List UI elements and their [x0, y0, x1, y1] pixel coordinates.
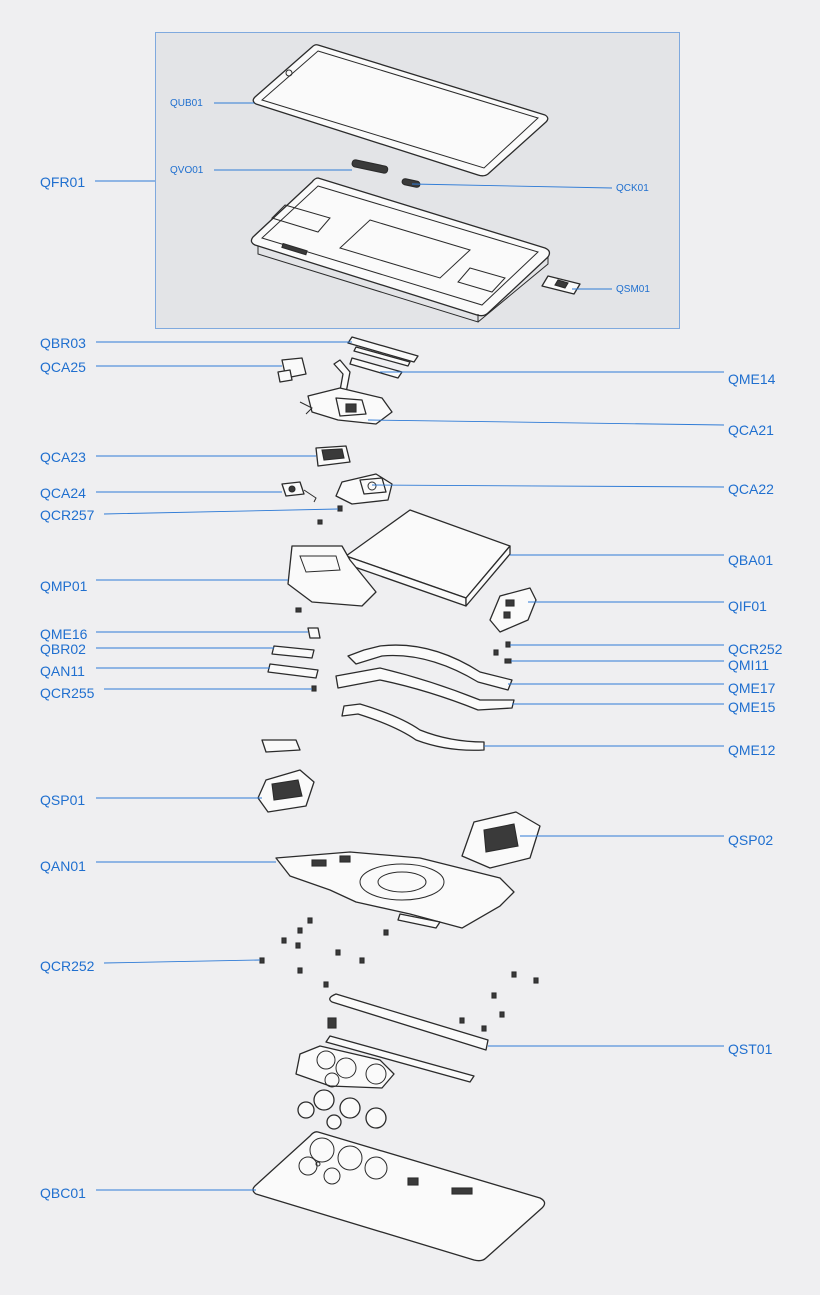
- part-camera-deco: [295, 1045, 395, 1089]
- part-camera-qca21: [299, 387, 393, 425]
- label-qba01: QBA01: [728, 552, 774, 568]
- label-qme15: QME15: [728, 699, 776, 715]
- part-bracket-qbr03: [347, 336, 419, 367]
- part-screw-qcr252-left: [259, 917, 539, 1032]
- label-qca25: QCA25: [40, 359, 86, 375]
- part-screw-qcr257: [317, 505, 343, 525]
- label-qme16: QME16: [40, 626, 88, 642]
- part-power-key-qck01: [401, 178, 421, 188]
- part-frame-qfr01: [250, 177, 551, 323]
- label-qst01: QST01: [728, 1041, 773, 1057]
- part-battery-qba01: [345, 509, 511, 607]
- part-sim-tray-qsm01: [541, 275, 581, 295]
- label-qan01: QAN01: [40, 858, 86, 874]
- label-qub01: QUB01: [170, 98, 203, 109]
- label-qcr257: QCR257: [40, 507, 95, 523]
- part-screw-qcr252-right: [493, 641, 511, 656]
- part-camera-qca23: [315, 445, 351, 467]
- leader-lines: [95, 102, 725, 1191]
- part-back-cover-qbc01: [252, 1131, 546, 1262]
- part-midplate-qmp01: [287, 545, 377, 613]
- part-flex-qme17: [347, 644, 513, 691]
- label-qca23: QCA23: [40, 449, 86, 465]
- label-qbc01: QBC01: [40, 1185, 86, 1201]
- part-display-qub01: [252, 44, 549, 177]
- label-qsp01: QSP01: [40, 792, 86, 808]
- part-antenna-qan01: [275, 851, 515, 929]
- part-bracket-qbr02: [271, 645, 315, 659]
- part-volume-key-qvo01: [351, 159, 389, 174]
- part-board-qif01: [489, 587, 537, 633]
- part-flex-qme12: [341, 703, 485, 751]
- part-flex-qme15: [335, 667, 515, 711]
- label-qcr252-left: QCR252: [40, 958, 95, 974]
- label-qif01: QIF01: [728, 598, 767, 614]
- label-qmi11: QMI11: [728, 657, 769, 673]
- part-lens-rings: [297, 1089, 387, 1130]
- part-screw-qcr255: [311, 685, 317, 692]
- label-qsp02: QSP02: [728, 832, 774, 848]
- label-qcr255: QCR255: [40, 685, 95, 701]
- label-qmp01: QMP01: [40, 578, 88, 594]
- part-camera-qca22: [335, 473, 393, 505]
- part-camera-qca25: [277, 357, 307, 383]
- label-qbr03: QBR03: [40, 335, 86, 351]
- label-qme17: QME17: [728, 680, 776, 696]
- part-camera-qca24: [281, 481, 317, 503]
- label-qbr02: QBR02: [40, 641, 86, 657]
- label-qme12: QME12: [728, 742, 776, 758]
- part-antenna-qan11: [267, 663, 319, 679]
- label-qan11: QAN11: [40, 663, 85, 679]
- label-qcr252-right: QCR252: [728, 641, 783, 657]
- label-qck01: QCK01: [616, 183, 649, 194]
- part-qme16: [307, 627, 321, 639]
- label-qme14: QME14: [728, 371, 776, 387]
- label-qfr01: QFR01: [40, 174, 86, 190]
- label-qca22: QCA22: [728, 481, 774, 497]
- part-speaker-qsp01: [257, 739, 315, 813]
- part-stylus-qst01: [325, 993, 489, 1083]
- label-qca21: QCA21: [728, 422, 774, 438]
- part-speaker-qsp02: [461, 811, 541, 869]
- label-qca24: QCA24: [40, 485, 86, 501]
- part-mic-qmi11: [504, 658, 512, 664]
- label-qsm01: QSM01: [616, 284, 650, 295]
- label-qvo01: QVO01: [170, 165, 204, 176]
